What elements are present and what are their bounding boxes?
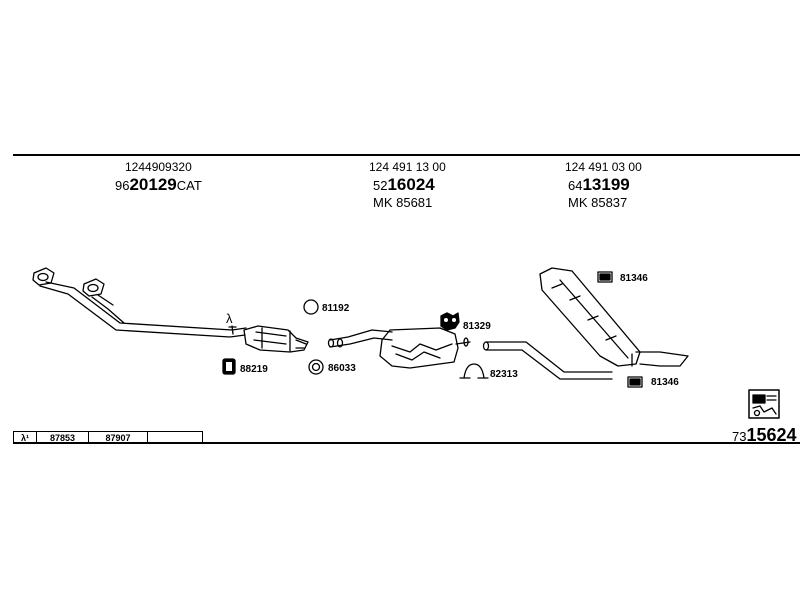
pipe-clamp-82313-label: 82313 — [490, 369, 518, 380]
ring-gasket-86033 — [308, 359, 324, 375]
part-number-3: 124 491 03 00 — [565, 160, 642, 174]
catalog-code-3: 6413199 — [568, 176, 630, 195]
top-rule — [13, 154, 800, 156]
bracket-88219 — [222, 358, 236, 375]
footer-code-2: 87907 — [105, 432, 131, 443]
rubber-mount-81329 — [440, 312, 460, 331]
code-main-3: 13199 — [582, 175, 630, 194]
part-number-2: 124 491 13 00 — [369, 160, 446, 174]
rubber-mount-81329-label: 81329 — [463, 321, 491, 332]
ring-gasket-86033-label: 86033 — [328, 363, 356, 374]
code-prefix-1: 96 — [115, 178, 130, 193]
code-main-2: 16024 — [387, 175, 435, 194]
fitting-instruction-icon — [748, 389, 780, 419]
catalytic-converter — [243, 325, 309, 353]
bracket-88219-label: 88219 — [240, 364, 268, 375]
ring-gasket-81192-label: 81192 — [322, 303, 350, 314]
code-prefix-3: 64 — [568, 178, 583, 193]
footer-cell-2: 87907 — [88, 431, 148, 444]
mk-number-2: MK 85681 — [373, 195, 433, 210]
part-number-1: 1244909320 — [125, 160, 192, 174]
code-prefix-2: 52 — [373, 178, 388, 193]
footer-cell-1: 87853 — [36, 431, 89, 444]
catalog-code-1: 9620129CAT — [115, 176, 202, 195]
rubber-hanger-81346-top-label: 81346 — [620, 273, 648, 284]
rear-muffler — [539, 267, 689, 367]
ref-prefix: 73 — [732, 429, 747, 444]
mk-number-3: MK 85837 — [568, 195, 628, 210]
catalog-code-2: 5216024 — [373, 176, 435, 195]
rubber-hanger-81346-bottom — [627, 376, 643, 388]
lambda-sensor-label: λ — [226, 311, 233, 326]
footer-code-1: 87853 — [49, 432, 76, 443]
manifold-flange-right — [82, 278, 105, 297]
lambda-sensor — [228, 325, 237, 335]
code-main-1: 20129 — [129, 175, 177, 194]
ring-gasket-81192 — [303, 299, 319, 315]
code-suffix-1: CAT — [176, 178, 202, 193]
diagram-reference-number: 7315624 — [732, 425, 797, 447]
center-muffler — [379, 327, 471, 369]
rubber-hanger-81346-bottom-label: 81346 — [651, 377, 679, 388]
rear-pipe — [482, 341, 613, 380]
footer-lambda-text: λ¹ — [20, 432, 29, 443]
pipe-clamp-82313 — [459, 363, 489, 379]
front-pipe — [39, 281, 247, 338]
footer-cell-lambda: λ¹ — [13, 431, 37, 444]
ref-main: 15624 — [746, 425, 797, 445]
footer-cell-3 — [147, 431, 203, 444]
bottom-rule — [13, 442, 800, 444]
rubber-hanger-81346-top — [597, 271, 613, 283]
